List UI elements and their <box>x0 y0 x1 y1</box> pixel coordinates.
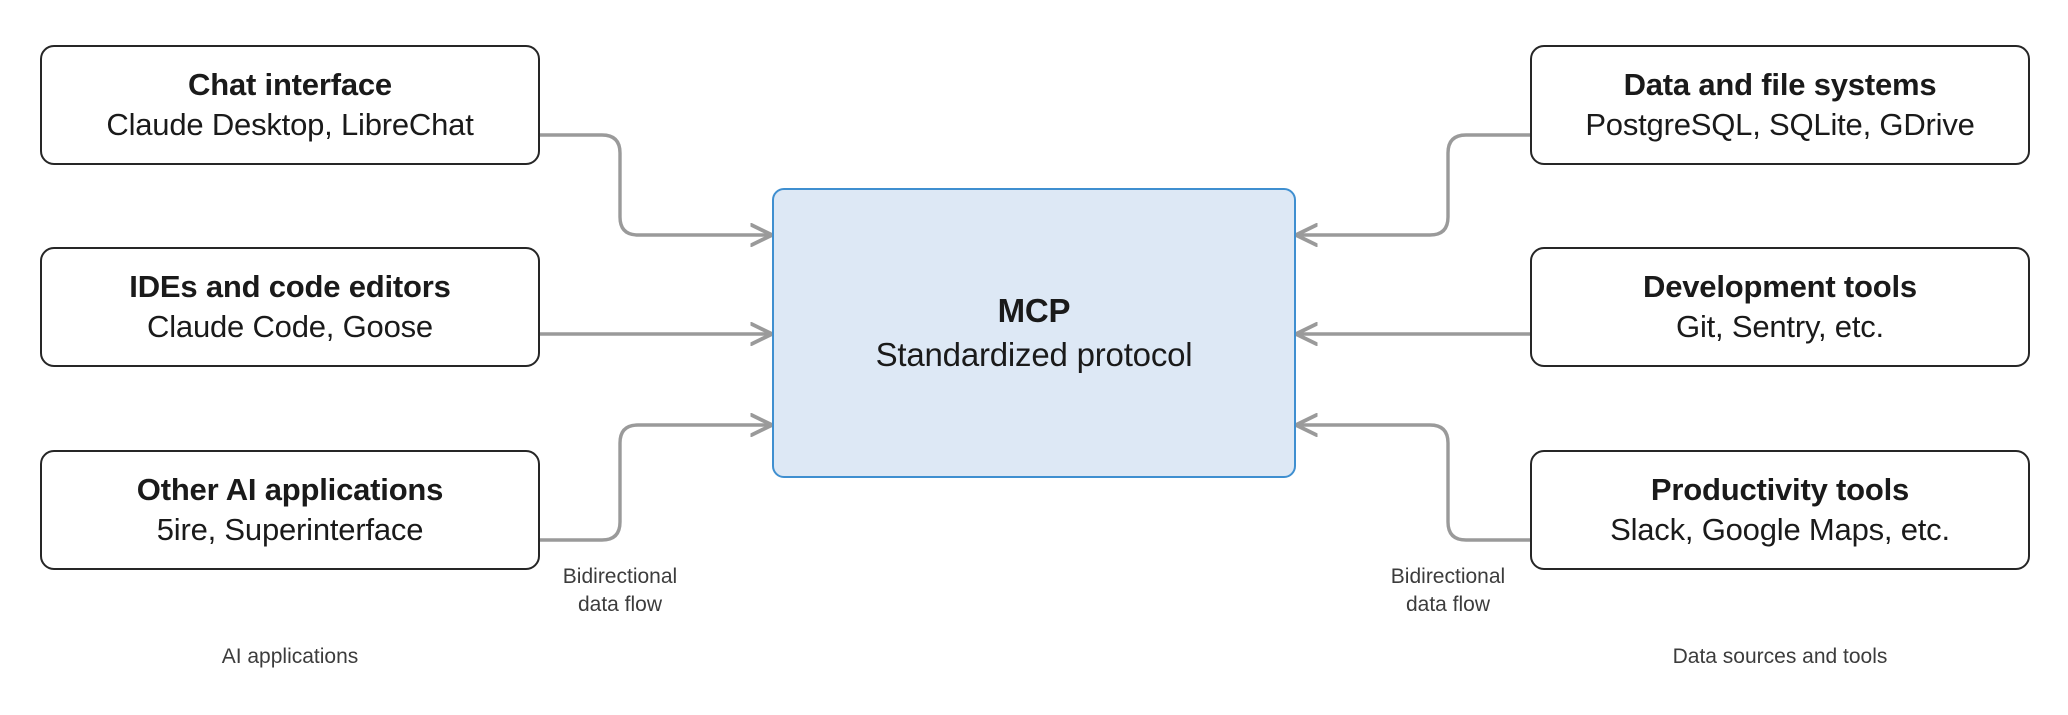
node-subtitle: Claude Code, Goose <box>147 308 433 344</box>
node-other-ai-applications[interactable]: Other AI applications 5ire, Superinterfa… <box>40 450 540 570</box>
node-subtitle: Standardized protocol <box>875 335 1193 373</box>
node-subtitle: Claude Desktop, LibreChat <box>106 106 474 142</box>
group-label-ai-applications: AI applications <box>221 645 359 668</box>
node-title: Data and file systems <box>1623 66 1937 102</box>
node-title: Chat interface <box>188 66 392 102</box>
node-mcp[interactable]: MCP Standardized protocol <box>772 188 1296 478</box>
node-title: Development tools <box>1643 268 1917 304</box>
node-title: IDEs and code editors <box>129 268 451 304</box>
node-title: Productivity tools <box>1650 471 1910 507</box>
node-development-tools[interactable]: Development tools Git, Sentry, etc. <box>1530 247 2030 367</box>
node-subtitle: Git, Sentry, etc. <box>1676 308 1884 344</box>
node-title: MCP <box>997 292 1071 330</box>
node-title: Other AI applications <box>136 471 444 507</box>
flow-label-right: Bidirectional data flow <box>1390 565 1506 616</box>
node-ides-and-code-editors[interactable]: IDEs and code editors Claude Code, Goose <box>40 247 540 367</box>
node-chat-interface[interactable]: Chat interface Claude Desktop, LibreChat <box>40 45 540 165</box>
node-data-and-file-systems[interactable]: Data and file systems PostgreSQL, SQLite… <box>1530 45 2030 165</box>
node-subtitle: Slack, Google Maps, etc. <box>1610 511 1950 547</box>
node-subtitle: PostgreSQL, SQLite, GDrive <box>1585 106 1975 142</box>
flow-label-left: Bidirectional data flow <box>562 565 678 616</box>
node-productivity-tools[interactable]: Productivity tools Slack, Google Maps, e… <box>1530 450 2030 570</box>
node-subtitle: 5ire, Superinterface <box>156 511 424 547</box>
group-label-data-sources-and-tools: Data sources and tools <box>1672 645 1888 668</box>
